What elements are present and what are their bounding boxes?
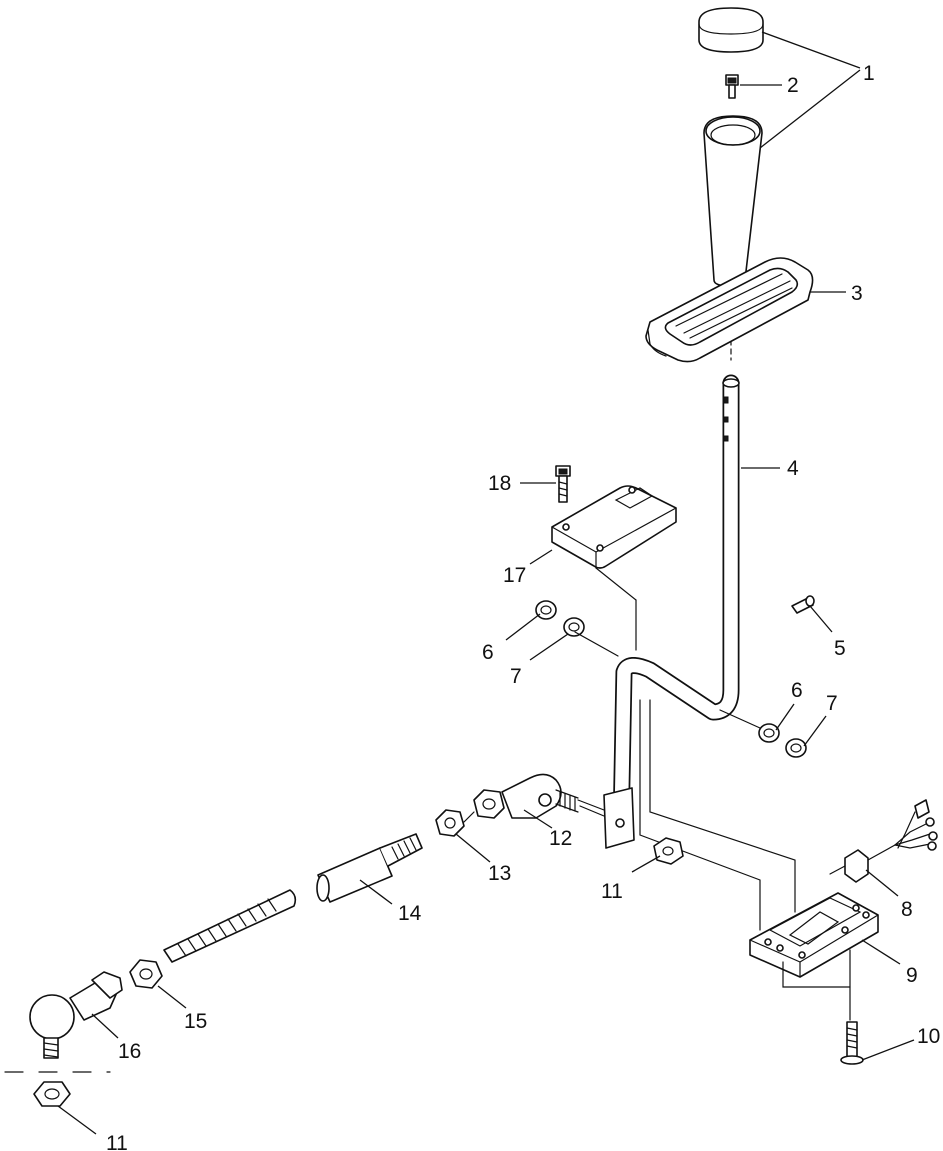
callout-18: 18: [488, 472, 511, 495]
linkage-tube: [316, 833, 423, 903]
callout-10: 10: [917, 1025, 940, 1048]
knob-screw: [725, 74, 739, 99]
bracket-bolt: [555, 465, 571, 503]
hex-nut-upper: [653, 837, 684, 865]
callout-11-lower: 11: [106, 1132, 128, 1151]
mounting-bracket: [551, 485, 677, 569]
bushing-upper: [535, 600, 557, 620]
shift-boot: [645, 257, 814, 363]
callout-11-upper: 11: [601, 880, 623, 903]
callout-8: 8: [901, 898, 913, 921]
assembly-lines: [574, 567, 796, 931]
callout-4: 4: [787, 457, 799, 480]
callout-9: 9: [906, 964, 918, 987]
jam-nut-15: [129, 959, 163, 989]
callout-13: 13: [488, 862, 511, 885]
callout-6-upper: 6: [482, 641, 494, 664]
callout-7-lower: 7: [826, 692, 838, 715]
callout-16: 16: [118, 1040, 141, 1063]
bushing-lower: [758, 723, 780, 743]
shift-knob-cap: [698, 7, 764, 53]
callout-5: 5: [834, 637, 846, 660]
neutral-switch: [829, 799, 938, 883]
callout-7-upper: 7: [510, 665, 522, 688]
threaded-rod: [163, 889, 297, 963]
callout-2: 2: [787, 74, 799, 97]
shift-lever-rod: [603, 374, 740, 849]
rod-end: [473, 773, 605, 819]
callout-15: 15: [184, 1010, 207, 1033]
callout-14: 14: [398, 902, 422, 925]
base-screw: [840, 1021, 864, 1065]
washer-upper: [563, 617, 585, 637]
hex-nut-lower: [33, 1081, 71, 1107]
shift-handle: [703, 115, 763, 287]
jam-nut-13: [435, 809, 475, 837]
leader-lines: [57, 31, 915, 1135]
callout-3: 3: [851, 282, 863, 305]
ball-joint: [29, 971, 123, 1059]
callout-1: 1: [863, 62, 875, 85]
washer-lower: [785, 738, 807, 758]
lever-pin: [791, 595, 815, 614]
callout-12: 12: [549, 827, 572, 850]
shift-base: [749, 892, 879, 1021]
callouts: 1 2 3 4 5 6 7 6 7 8 9 10 11 12 13 14 15 …: [106, 62, 940, 1151]
callout-6-lower: 6: [791, 679, 803, 702]
callout-17: 17: [503, 564, 526, 587]
